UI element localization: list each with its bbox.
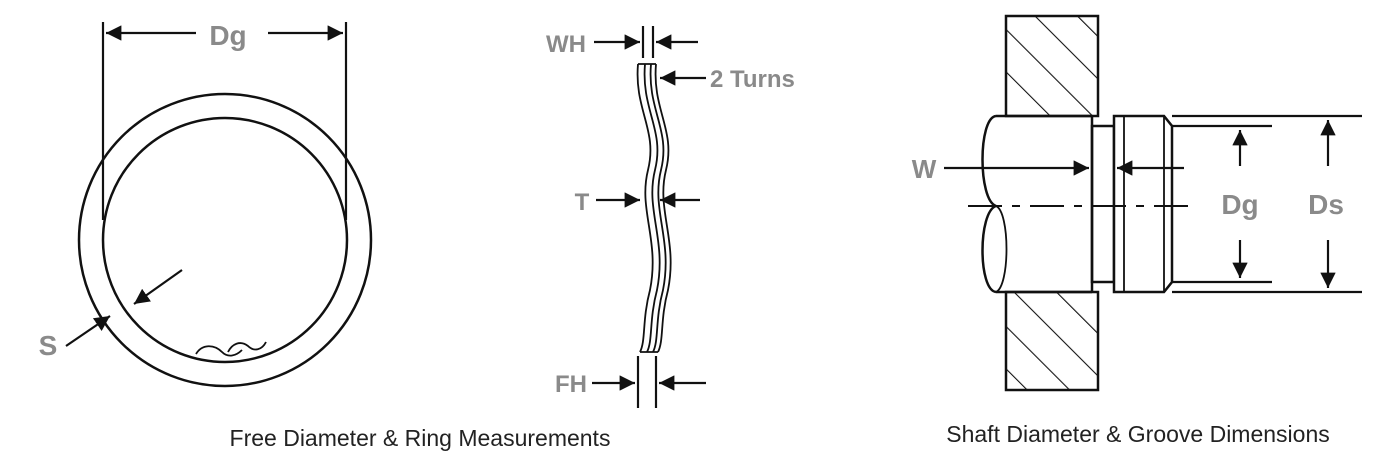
shaft-break-end xyxy=(981,114,1000,294)
dg-dimension-left xyxy=(101,22,348,220)
label-t: T xyxy=(575,189,590,216)
housing-lower xyxy=(1004,290,1100,392)
label-dg-left: Dg xyxy=(209,20,246,51)
dg-dimension-right xyxy=(1172,124,1272,284)
ring-side-view xyxy=(636,63,672,353)
housing-wall xyxy=(1004,14,1100,392)
label-w: W xyxy=(912,154,937,184)
ring-inner-circle xyxy=(101,116,349,364)
shaft xyxy=(981,114,1174,294)
ring-overlap-detail xyxy=(195,341,267,357)
housing-upper xyxy=(1004,14,1100,118)
ring-outer-circle xyxy=(77,92,373,388)
label-2-turns: 2 Turns xyxy=(710,66,795,93)
label-dg-right: Dg xyxy=(1221,189,1258,220)
shaft-groove xyxy=(1090,124,1116,284)
ds-dimension xyxy=(1172,114,1362,294)
label-fh: FH xyxy=(555,371,587,398)
ring-free-diameter xyxy=(77,92,373,388)
label-s: S xyxy=(39,330,58,361)
label-ds: Ds xyxy=(1308,189,1344,220)
s-dimension xyxy=(65,269,183,347)
caption-free-diameter: Free Diameter & Ring Measurements xyxy=(230,425,611,451)
label-wh: WH xyxy=(546,31,586,58)
fh-dimension xyxy=(592,356,706,408)
caption-shaft-diameter: Shaft Diameter & Groove Dimensions xyxy=(946,421,1330,447)
wh-dimension xyxy=(594,26,698,58)
